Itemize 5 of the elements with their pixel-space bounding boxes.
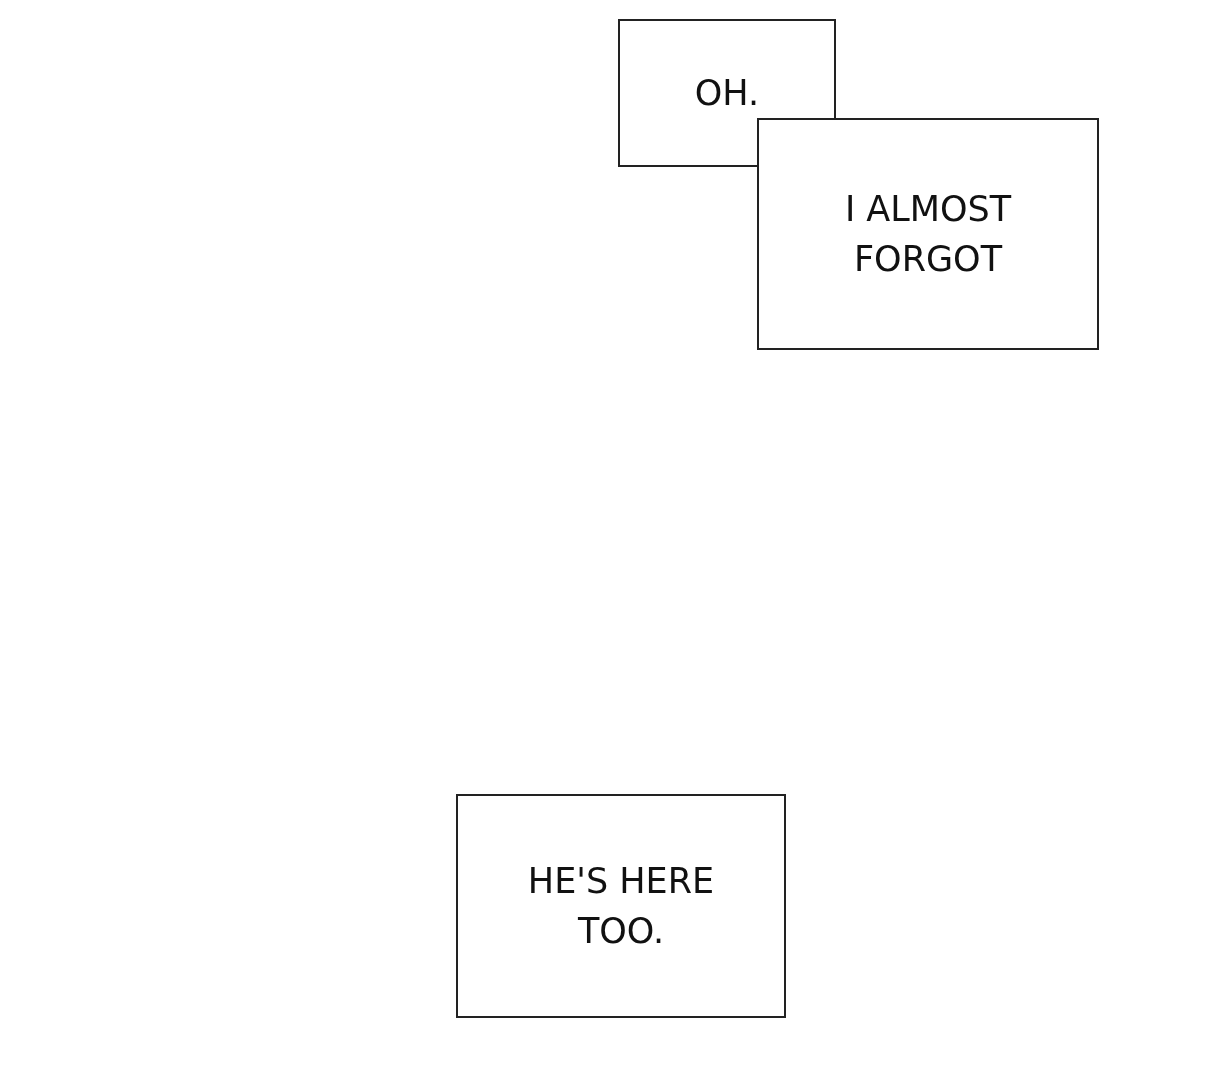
caption-text: I ALMOST FORGOT [843,188,1013,281]
caption-box [456,794,786,1018]
caption-text: OH. [694,72,760,115]
caption-box [757,118,1099,350]
caption-text: HE'S HERE TOO. [526,860,716,953]
